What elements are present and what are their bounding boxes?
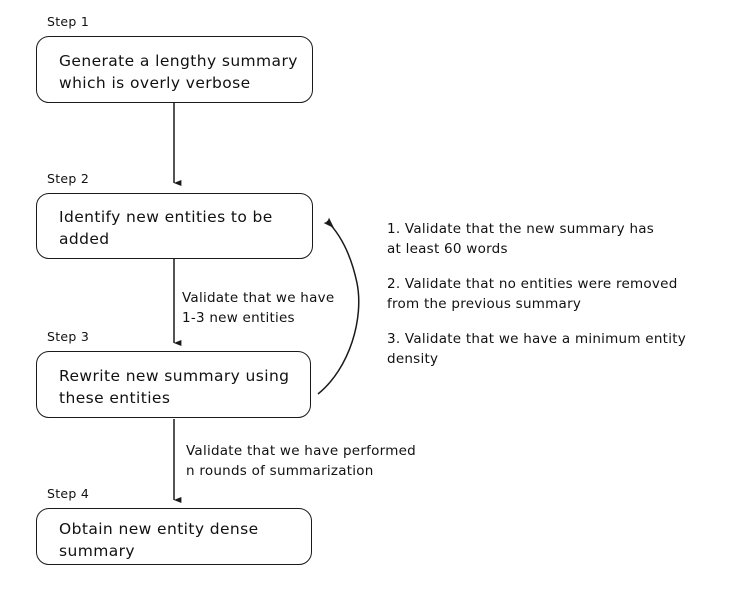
node-box-step-2[interactable]: Identify new entities to be added — [36, 193, 313, 259]
step-label-3: Step 3 — [47, 329, 90, 344]
node-text-step-2: Identify new entities to be added — [59, 208, 273, 248]
validation-note-1: 1. Validate that the new summary has at … — [387, 221, 655, 257]
validation-note-2: 2. Validate that no entities were remove… — [387, 276, 678, 312]
node-box-step-3[interactable]: Rewrite new summary using these entities — [36, 351, 311, 418]
node-text-step-1: Generate a lengthy summary which is over… — [59, 52, 298, 92]
step-label-1: Step 1 — [47, 14, 90, 29]
edge-label-validate-new-entities: Validate that we have 1-3 new entities — [182, 290, 335, 326]
node-box-step-4[interactable]: Obtain new entity dense summary — [36, 508, 312, 565]
step-label-4: Step 4 — [47, 486, 90, 501]
step-label-2: Step 2 — [47, 171, 90, 186]
validation-note-3: 3. Validate that we have a minimum entit… — [387, 331, 686, 367]
node-box-step-1[interactable]: Generate a lengthy summary which is over… — [36, 36, 313, 103]
node-text-step-4: Obtain new entity dense summary — [59, 520, 259, 560]
edge-label-validate-rounds: Validate that we have performed n rounds… — [186, 443, 416, 479]
node-text-step-3: Rewrite new summary using these entities — [59, 367, 290, 407]
